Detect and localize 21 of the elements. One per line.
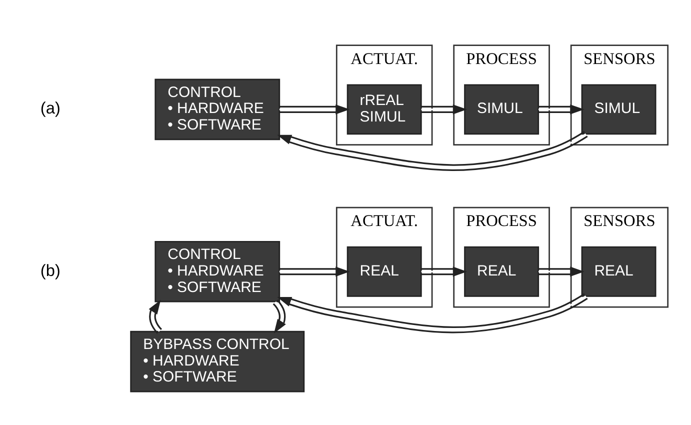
label: (a) (40, 99, 60, 118)
arrow (538, 266, 584, 276)
arrow (272, 299, 286, 333)
arrow (538, 104, 584, 114)
arrow (148, 299, 162, 334)
node-box: SIMUL (581, 84, 656, 134)
arrow (421, 104, 468, 114)
arrow (421, 266, 468, 276)
node-box: CONTROL • HARDWARE • SOFTWARE (154, 78, 280, 140)
node-box: rREAL SIMUL (346, 84, 422, 134)
arrow (277, 130, 588, 170)
arrow (279, 266, 350, 276)
label: (b) (40, 261, 60, 280)
arrow (277, 292, 588, 333)
node-box: BYBPASS CONTROL • HARDWARE • SOFTWARE (130, 330, 305, 392)
node-box: SIMUL (464, 84, 540, 134)
arrow (279, 104, 350, 114)
node-box: CONTROL • HARDWARE • SOFTWARE (154, 240, 280, 302)
node-box: REAL (346, 246, 422, 296)
node-box: REAL (464, 246, 540, 296)
node-box: REAL (581, 246, 656, 296)
